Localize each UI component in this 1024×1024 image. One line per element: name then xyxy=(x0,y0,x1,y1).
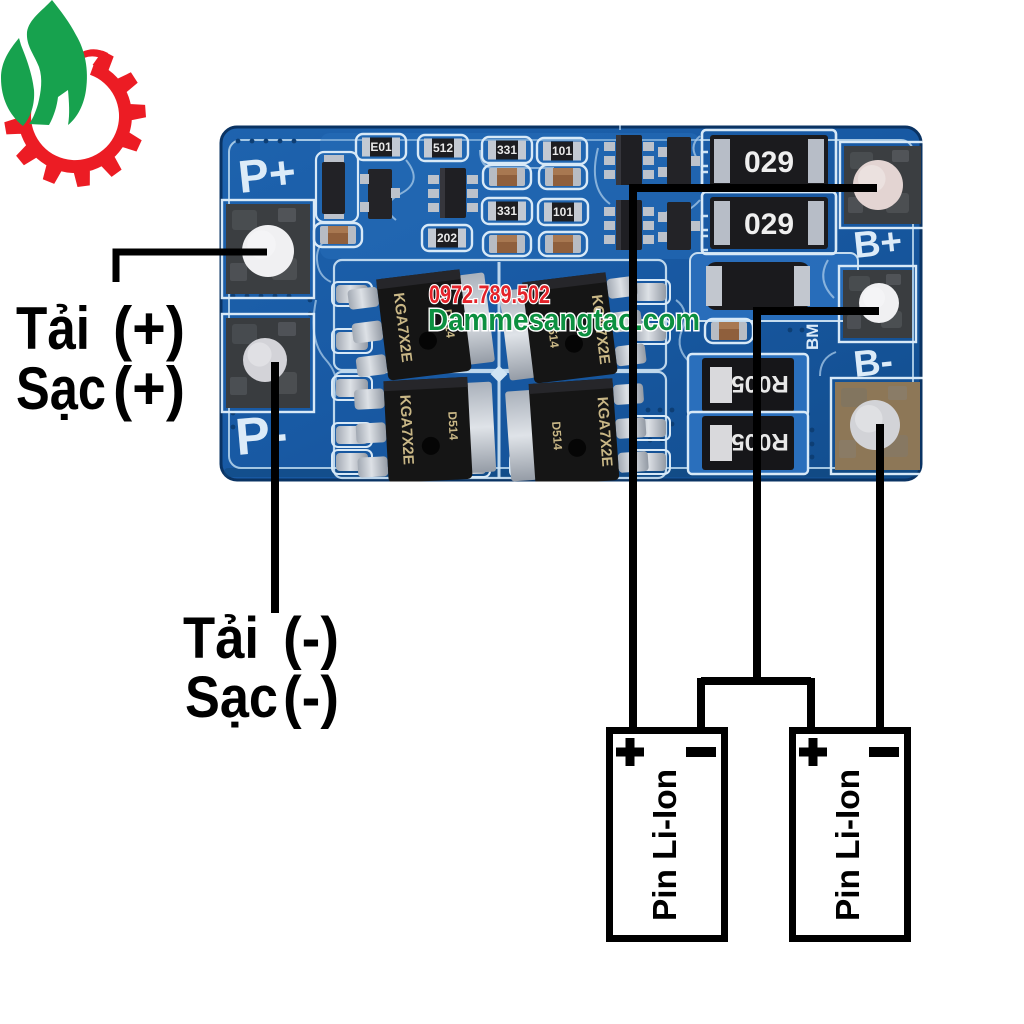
svg-text:BM: BM xyxy=(803,324,822,350)
svg-text:Sạc: Sạc xyxy=(16,355,106,422)
svg-text:101: 101 xyxy=(552,144,572,158)
svg-text:(-): (-) xyxy=(283,665,339,730)
svg-text:Pin Li-Ion: Pin Li-Ion xyxy=(646,769,683,921)
svg-text:512: 512 xyxy=(433,141,453,155)
svg-text:Tải: Tải xyxy=(183,606,259,671)
svg-text:KGA7X2E: KGA7X2E xyxy=(396,394,417,465)
svg-text:E01: E01 xyxy=(370,140,392,154)
svg-text:Sạc: Sạc xyxy=(185,665,278,730)
svg-text:Dammesangtao.com: Dammesangtao.com xyxy=(428,302,700,337)
svg-text:D514: D514 xyxy=(445,411,460,441)
svg-text:(+): (+) xyxy=(113,295,185,362)
svg-text:331: 331 xyxy=(497,204,517,218)
svg-text:KGA7X2E: KGA7X2E xyxy=(594,396,616,467)
svg-text:331: 331 xyxy=(497,143,517,157)
svg-text:D514: D514 xyxy=(549,421,565,451)
svg-text:B-: B- xyxy=(852,340,895,385)
svg-text:202: 202 xyxy=(437,231,457,245)
svg-text:B+: B+ xyxy=(852,220,904,266)
svg-text:101: 101 xyxy=(553,205,573,219)
svg-text:P-: P- xyxy=(233,405,290,467)
svg-text:0972.789.502: 0972.789.502 xyxy=(429,281,550,309)
svg-text:Tải: Tải xyxy=(16,295,90,362)
svg-text:(-): (-) xyxy=(283,606,339,671)
svg-text:D514: D514 xyxy=(440,308,457,339)
svg-text:P+: P+ xyxy=(236,145,299,203)
svg-text:D514: D514 xyxy=(544,318,561,349)
svg-text:(+): (+) xyxy=(113,355,185,422)
svg-text:Pin Li-Ion: Pin Li-Ion xyxy=(829,769,866,921)
